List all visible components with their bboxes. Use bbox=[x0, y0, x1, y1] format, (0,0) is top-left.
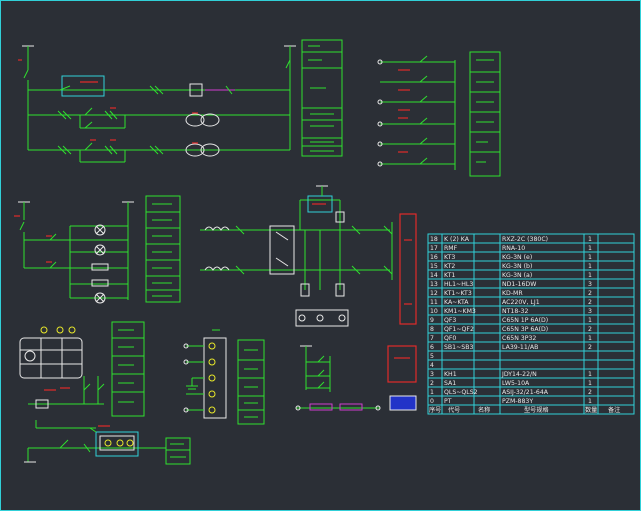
bom-cell-qty: 1 bbox=[588, 236, 592, 243]
bom-cell-no: 2 bbox=[430, 380, 434, 387]
bom-cell-model: ASIJ-32/21-64A bbox=[502, 389, 549, 396]
bom-cell-model: LA39-11/AB bbox=[502, 344, 538, 351]
bom-cell-qty: 1 bbox=[588, 371, 592, 378]
blue-label-box bbox=[389, 395, 417, 411]
bom-cell-code: KM1~KM3 bbox=[444, 308, 476, 315]
bom-cell-code: SA1 bbox=[444, 380, 456, 387]
bom-cell-qty: 1 bbox=[588, 317, 592, 324]
bom-cell-model: KG-3N (a) bbox=[502, 272, 532, 279]
bom-cell-model: RXZ-2C (380C) bbox=[502, 236, 548, 243]
bom-cell-qty: 1 bbox=[588, 335, 592, 342]
bom-cell-no: 3 bbox=[430, 371, 434, 378]
bom-cell-code: QF3 bbox=[444, 317, 456, 324]
bom-cell-no: 6 bbox=[430, 344, 434, 351]
bom-cell-model: AC220V, LJ1 bbox=[502, 299, 540, 306]
bom-cell-no: 14 bbox=[430, 272, 438, 279]
bom-cell-code: PT bbox=[444, 398, 452, 405]
bom-cell-code: QF0 bbox=[444, 335, 456, 342]
bom-cell-code: KT2 bbox=[444, 263, 455, 270]
label-column-4 bbox=[237, 339, 265, 425]
bom-cell-code: KT1~KT3 bbox=[444, 290, 472, 297]
label-column-3 bbox=[111, 321, 145, 417]
bom-cell-code: KT1 bbox=[444, 272, 455, 279]
bom-cell-no: 1 bbox=[430, 389, 434, 396]
bom-cell-no: 5 bbox=[430, 353, 434, 360]
bom-cell-no: 17 bbox=[430, 245, 438, 252]
bom-cell-qty: 3 bbox=[588, 308, 592, 315]
motor-control-circuit bbox=[18, 45, 296, 163]
bom-cell-model: C65N 3P 6A(D) bbox=[502, 326, 548, 333]
bom-cell-qty: 1 bbox=[588, 245, 592, 252]
bom-cell-qty: 3 bbox=[588, 281, 592, 288]
heater-circuit bbox=[24, 420, 166, 463]
bom-cell-code: QLS~QLS2 bbox=[444, 389, 478, 396]
bom-cell-model: C65N 1P 6A(D) bbox=[502, 317, 548, 324]
bom-cell-model: LW5-10A bbox=[502, 380, 530, 387]
bom-cell-code: K (2) KA bbox=[444, 236, 470, 243]
bom-cell-model: C65N 3P32 bbox=[502, 335, 536, 342]
switch-cluster bbox=[295, 345, 381, 411]
bom-cell-code: KT3 bbox=[444, 254, 455, 261]
bom-cell-qty: 2 bbox=[588, 344, 592, 351]
bom-header-name: 名称 bbox=[478, 406, 490, 414]
bom-cell-code: HL1~HL3 bbox=[444, 281, 473, 288]
bom-cell-model: RNA-10 bbox=[502, 245, 525, 252]
red-label-box bbox=[387, 345, 417, 383]
bom-header-code: 代号 bbox=[448, 406, 460, 414]
bom-cell-qty: 2 bbox=[588, 326, 592, 333]
bom-cell-model: NT18-32 bbox=[502, 308, 528, 315]
label-column-5 bbox=[165, 437, 191, 465]
bom-cell-no: 8 bbox=[430, 326, 434, 333]
label-column-2 bbox=[145, 195, 181, 303]
bom-cell-code: RMF bbox=[444, 245, 458, 252]
label-column-1 bbox=[301, 39, 343, 157]
bom-cell-qty: 2 bbox=[588, 299, 592, 306]
lamp-circuit bbox=[14, 201, 134, 304]
bom-header-note: 备注 bbox=[608, 406, 620, 414]
bom-cell-no: 11 bbox=[430, 299, 438, 306]
bom-header-qty: 数量 bbox=[585, 406, 597, 414]
bom-cell-qty: 1 bbox=[588, 263, 592, 270]
bom-cell-no: 10 bbox=[430, 308, 438, 315]
bom-cell-qty: 1 bbox=[588, 254, 592, 261]
bom-cell-model: JDY14-22/N bbox=[501, 371, 537, 378]
bom-cell-code: SB1~SB3 bbox=[444, 344, 473, 351]
bom-cell-code: KH1 bbox=[444, 371, 457, 378]
bom-cell-no: 4 bbox=[430, 362, 434, 369]
power-circuit bbox=[200, 185, 417, 327]
bom-cell-model: ND1-16DW bbox=[502, 281, 536, 288]
bom-cell-no: 7 bbox=[430, 335, 434, 342]
bom-cell-qty: 2 bbox=[588, 290, 592, 297]
bom-cell-code: QF1~QF2 bbox=[444, 326, 474, 333]
bom-cell-no: 12 bbox=[430, 290, 438, 297]
bom-cell-model: PZM-883Y bbox=[502, 398, 533, 405]
bom-cell-model: KG-3N (e) bbox=[502, 254, 532, 261]
terminal-block bbox=[183, 329, 227, 419]
bom-cell-qty: 1 bbox=[588, 398, 592, 405]
bom-header-no: 序号 bbox=[429, 406, 441, 414]
bom-cell-no: 9 bbox=[430, 317, 434, 324]
bom-cell-no: 15 bbox=[430, 263, 438, 270]
top-right-circuit bbox=[377, 51, 501, 177]
bom-cell-no: 13 bbox=[430, 281, 438, 288]
meter-circuit bbox=[19, 326, 105, 409]
bom-cell-no: 0 bbox=[430, 398, 434, 405]
bom-cell-code: KA~KTA bbox=[444, 299, 469, 306]
bom-cell-model: KG-3N (b) bbox=[502, 263, 532, 270]
bom-cell-model: KD-MR bbox=[502, 290, 523, 297]
bom-header-model: 型号规格 bbox=[524, 406, 550, 414]
bom-cell-qty: 1 bbox=[588, 380, 592, 387]
bom-cell-no: 16 bbox=[430, 254, 438, 261]
bom-cell-qty: 2 bbox=[588, 389, 592, 396]
bom-cell-no: 18 bbox=[430, 236, 438, 243]
bom-cell-qty: 1 bbox=[588, 272, 592, 279]
